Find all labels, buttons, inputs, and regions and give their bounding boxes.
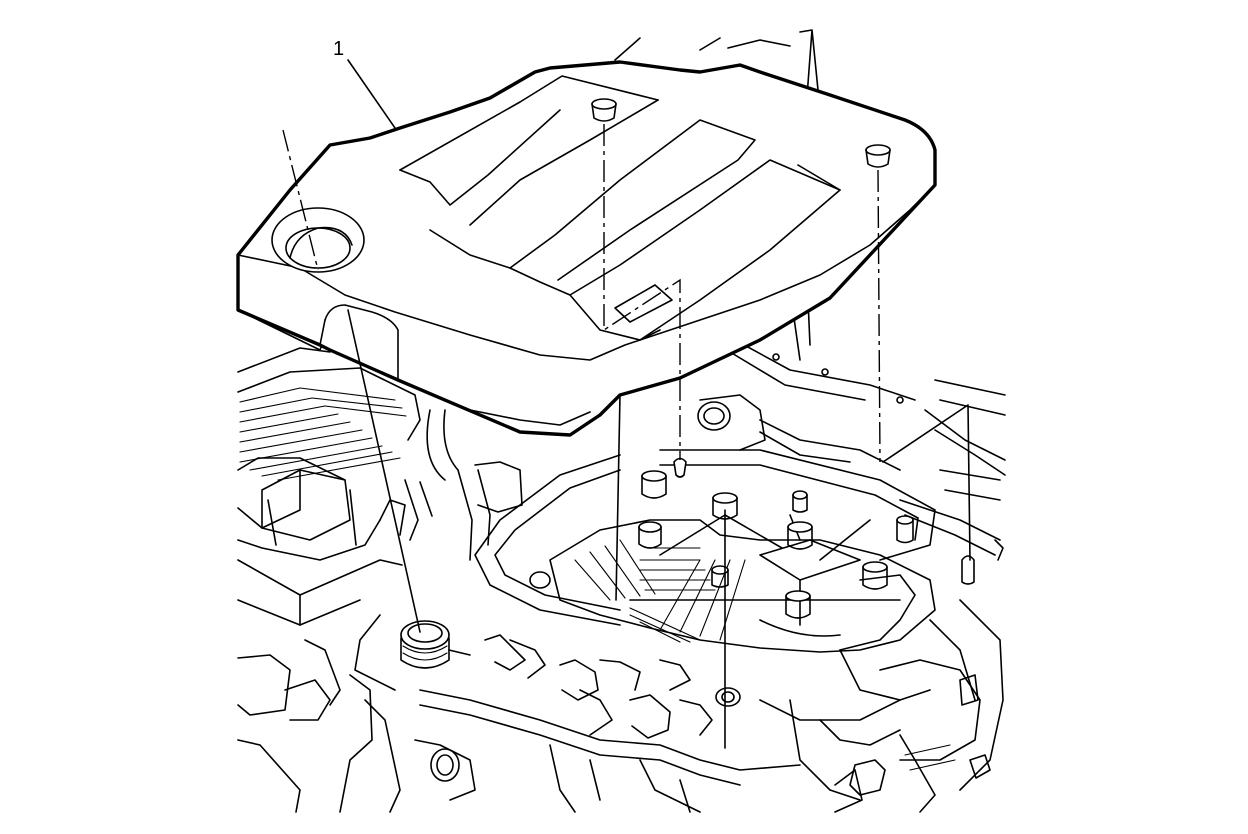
alignment-lines (282, 124, 971, 749)
intake-manifold (549, 514, 936, 653)
air-filter-box (237, 347, 421, 626)
callout-1: 1 (333, 38, 396, 129)
engine-cover (236, 60, 937, 437)
callout-label: 1 (333, 38, 344, 60)
sensor-bracket (834, 659, 991, 813)
cover-grommet-center (591, 98, 617, 122)
engine-bay (237, 29, 1006, 813)
cover-retainers (673, 457, 975, 585)
oil-filler-neck (354, 614, 471, 691)
cover-grommet-right (865, 144, 891, 168)
injector-connectors (484, 634, 741, 739)
manifold-tube-loop (474, 449, 936, 626)
